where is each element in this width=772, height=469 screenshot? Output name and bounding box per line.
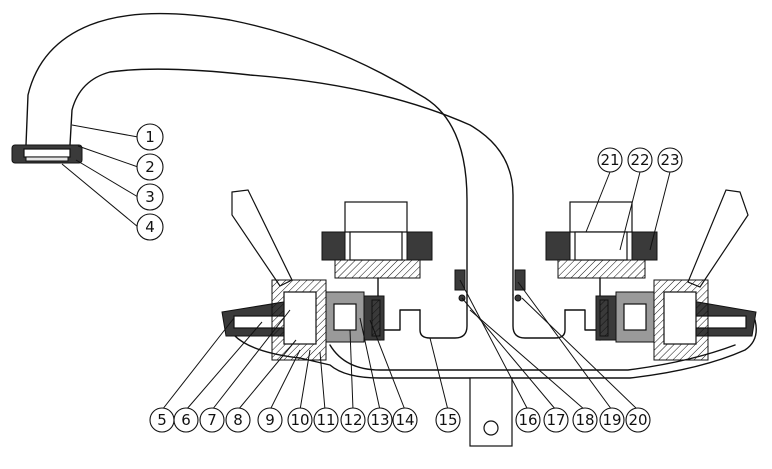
callout-label: 3	[145, 188, 155, 206]
callout-13: 13	[367, 407, 393, 433]
left-inlet-connector	[321, 201, 433, 331]
callout-label: 22	[630, 151, 649, 169]
callout-label: 4	[145, 218, 155, 236]
callout-7: 7	[199, 407, 225, 433]
callout-18: 18	[572, 407, 598, 433]
callout-label: 23	[660, 151, 679, 169]
callout-6: 6	[173, 407, 199, 433]
callout-9: 9	[257, 407, 283, 433]
callout-label: 11	[316, 411, 335, 429]
callout-label: 1	[145, 128, 155, 146]
callout-label: 16	[518, 411, 537, 429]
callout-3: 3	[136, 183, 164, 211]
callout-label: 14	[395, 411, 414, 429]
callout-14: 14	[392, 407, 418, 433]
callout-label: 21	[600, 151, 619, 169]
left-cartridge	[271, 279, 385, 361]
callout-12: 12	[340, 407, 366, 433]
callout-15: 15	[435, 407, 461, 433]
callout-label: 5	[157, 411, 167, 429]
callout-label: 6	[181, 411, 191, 429]
callouts: 1 2 3 4 5 6 7 8 9 10 11 12 13 14 15 16 1…	[136, 123, 683, 433]
swivel-joint-seals	[454, 269, 526, 302]
mounting-bracket	[469, 377, 513, 447]
callout-1: 1	[136, 123, 164, 151]
leader-lines	[61, 124, 671, 411]
callout-label: 20	[628, 411, 647, 429]
callout-23: 23	[657, 147, 683, 173]
callout-19: 19	[599, 407, 625, 433]
callout-label: 17	[546, 411, 565, 429]
callout-label: 12	[343, 411, 362, 429]
callout-label: 19	[602, 411, 621, 429]
callout-16: 16	[515, 407, 541, 433]
callout-label: 15	[438, 411, 457, 429]
callout-20: 20	[625, 407, 651, 433]
callout-21: 21	[597, 147, 623, 173]
callout-11: 11	[313, 407, 339, 433]
callout-8: 8	[225, 407, 251, 433]
callout-5: 5	[149, 407, 175, 433]
callout-label: 10	[290, 411, 309, 429]
callout-17: 17	[543, 407, 569, 433]
callout-2: 2	[136, 153, 164, 181]
callout-22: 22	[627, 147, 653, 173]
callout-10: 10	[287, 407, 313, 433]
callout-4: 4	[136, 213, 164, 241]
callout-label: 18	[575, 411, 594, 429]
callout-label: 8	[233, 411, 243, 429]
aerator	[11, 144, 83, 164]
callout-label: 9	[265, 411, 275, 429]
callout-label: 13	[370, 411, 389, 429]
right-cartridge	[595, 279, 709, 361]
callout-label: 2	[145, 158, 155, 176]
callout-label: 7	[207, 411, 217, 429]
